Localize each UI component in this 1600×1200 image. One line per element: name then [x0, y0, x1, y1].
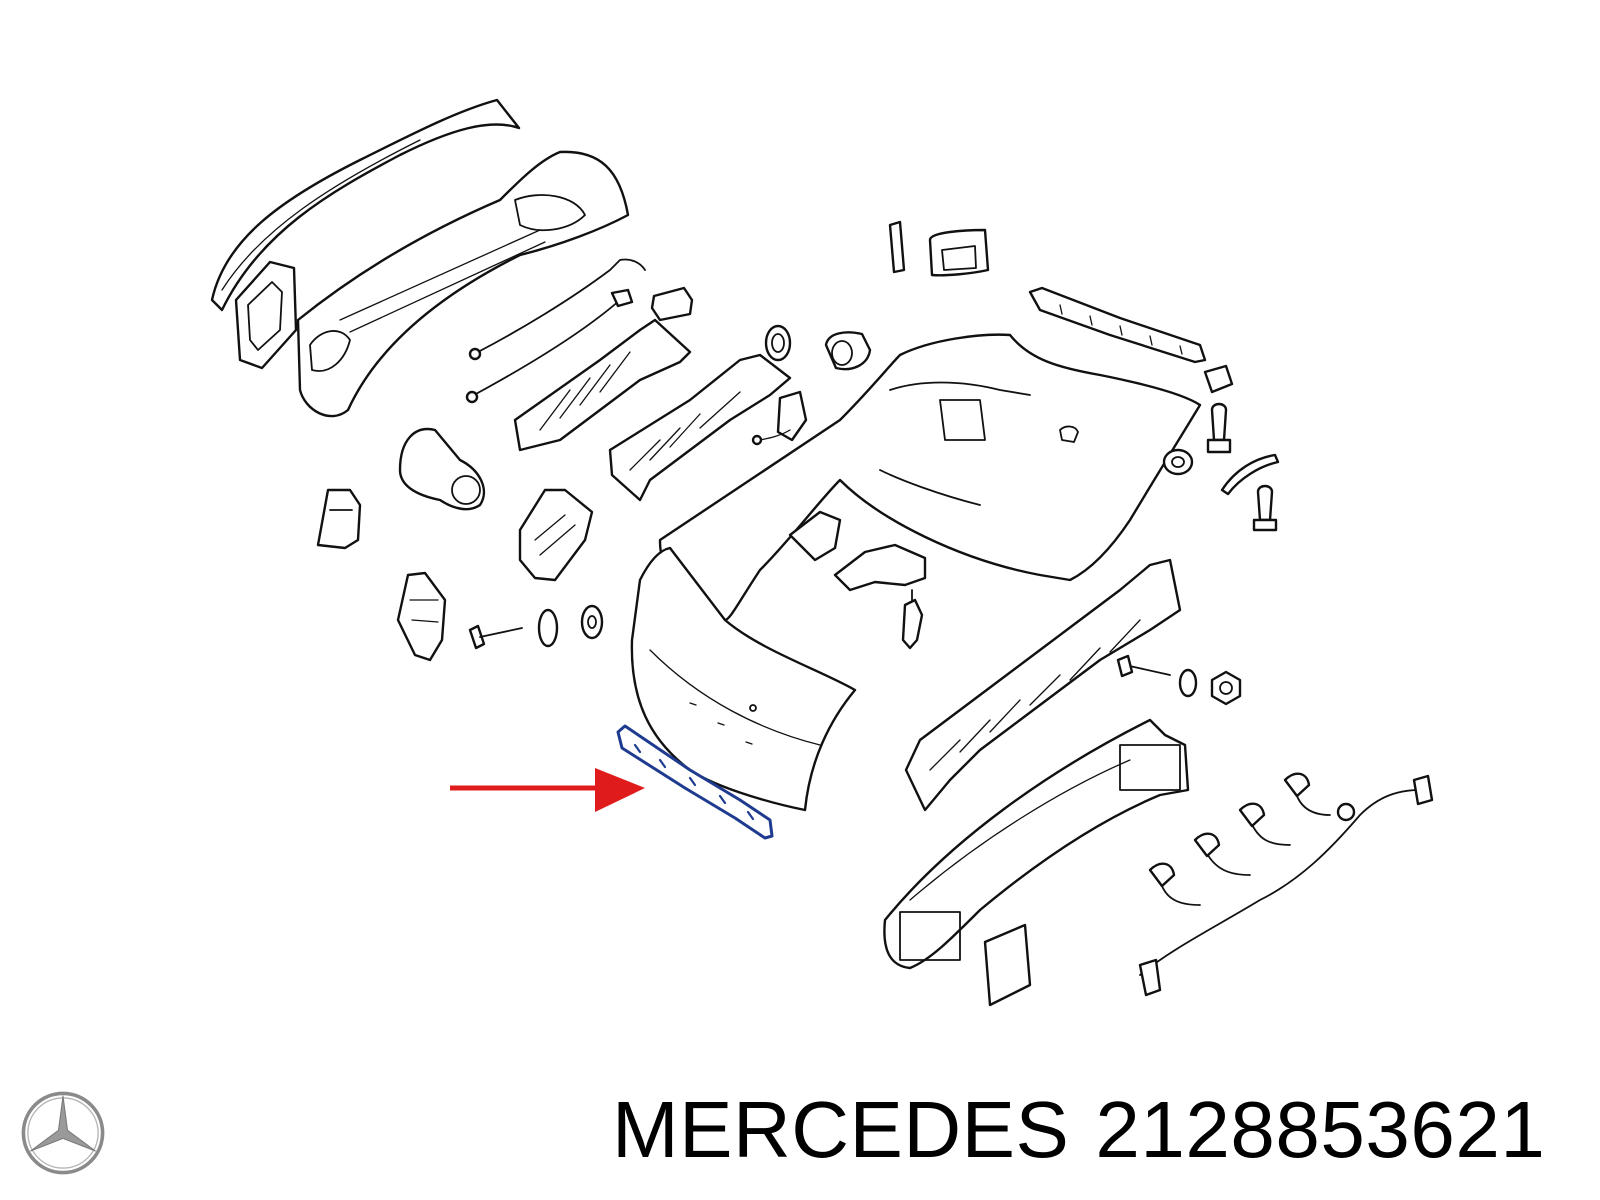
left-mounting-rail: [513, 318, 692, 452]
screw: [1206, 402, 1232, 454]
cable-set: [465, 258, 646, 404]
side-guide-bracket: [518, 488, 594, 582]
arrow-right-icon: [450, 768, 645, 812]
connector-block: [650, 286, 694, 322]
part-number: 2128853621: [1095, 1085, 1546, 1174]
upper-right-guide-strip: [1028, 286, 1207, 364]
grommet: [764, 324, 792, 362]
lower-left-bracket: [396, 571, 447, 662]
part-caption: MERCEDES 2128853621: [612, 1084, 1545, 1176]
cover-clip: [751, 390, 808, 446]
bumper-cover: [630, 333, 1202, 812]
highlighted-part-shape: [616, 724, 774, 840]
air-duct: [398, 427, 486, 511]
left-reflector-housing: [234, 260, 298, 370]
cover-plate: [983, 923, 1032, 1007]
bolt-washer-set: [468, 604, 604, 650]
right-mounting-rail: [904, 558, 1182, 812]
center-mounting-rail: [608, 353, 792, 502]
right-bolt-washer-set: [1116, 654, 1242, 706]
impact-beam: [883, 718, 1190, 970]
parking-sensor: [824, 331, 872, 371]
sensor-wiring-harness: [1138, 772, 1434, 997]
clip-nut: [1203, 364, 1234, 394]
upper-right-clips: [888, 220, 990, 277]
trim-clip: [1220, 453, 1280, 496]
highlighted-lower-trim-strip: [616, 724, 774, 840]
rear-diffuser: [296, 150, 630, 418]
brand-name: MERCEDES: [612, 1085, 1070, 1174]
round-grommet: [1162, 448, 1194, 476]
left-bumper-clip: [316, 488, 362, 550]
mercedes-star-icon: [21, 1091, 105, 1175]
inner-support-bracket: [788, 510, 927, 650]
upper-trim-strip: [210, 98, 521, 312]
expansion-rivet: [1252, 484, 1278, 532]
